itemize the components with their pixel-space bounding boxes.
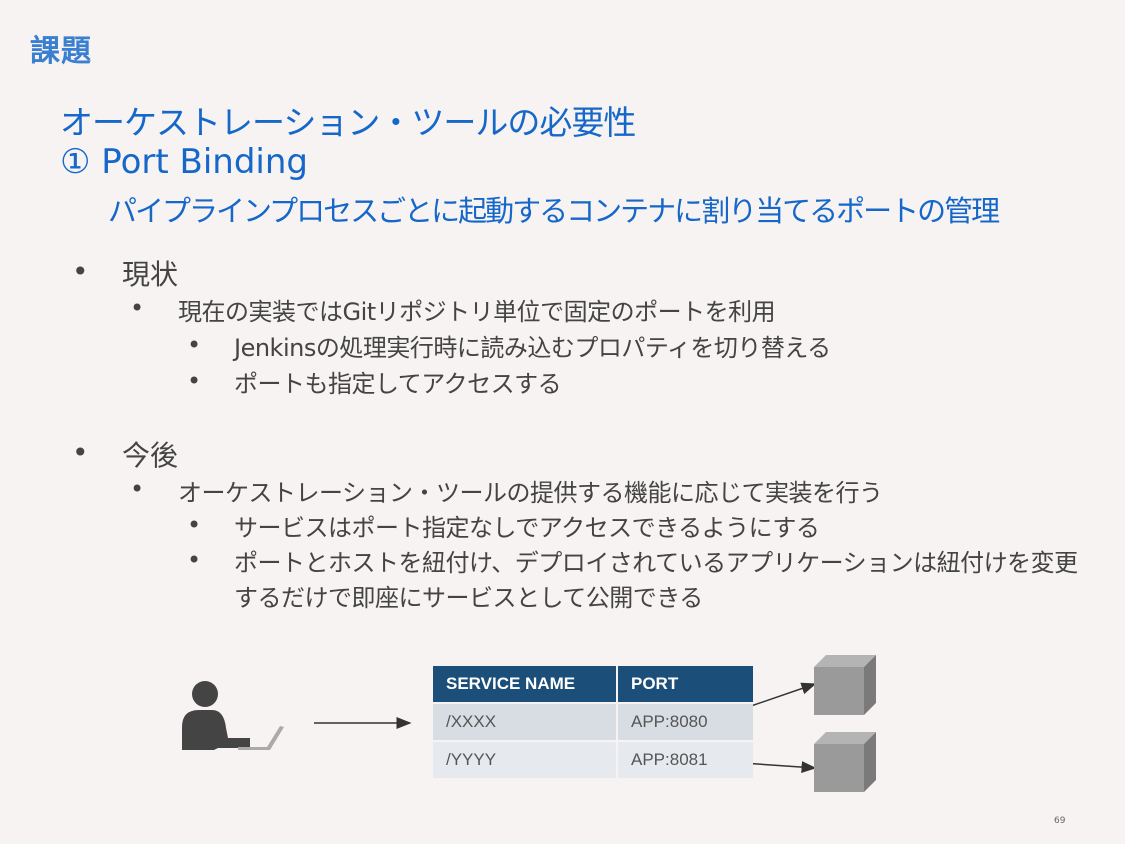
heading-port-management: パイプラインプロセスごとに起動するコンテナに割り当てるポートの管理 bbox=[108, 194, 1000, 228]
bullet-marker: • bbox=[187, 511, 201, 539]
bullet-marker: • bbox=[72, 255, 89, 288]
heading-orchestration-need: オーケストレーション・ツールの必要性 bbox=[60, 103, 636, 142]
user-laptop-icon bbox=[182, 681, 284, 750]
bullet-future-sub2-line1: ポートとホストを紐付け、デプロイされているアプリケーションは紐付けを変更 bbox=[234, 549, 1078, 577]
table-cell-service: /XXXX bbox=[433, 704, 616, 740]
bullet-future-label: 今後 bbox=[122, 439, 179, 472]
bullet-future-sub2-line2: するだけで即座にサービスとして公開できる bbox=[234, 584, 703, 612]
table-header-row: SERVICE NAME PORT bbox=[433, 666, 753, 702]
bullet-marker: • bbox=[72, 436, 89, 469]
table-header-service-name: SERVICE NAME bbox=[433, 666, 616, 702]
table-cell-port: APP:8080 bbox=[618, 704, 753, 740]
bullet-marker: • bbox=[130, 475, 144, 503]
table-row: /YYYY APP:8081 bbox=[433, 742, 753, 778]
bullet-marker: • bbox=[187, 367, 201, 395]
bullet-current-item: 現在の実装ではGitリポジトリ単位で固定のポートを利用 bbox=[178, 298, 776, 326]
table-cell-port: APP:8081 bbox=[618, 742, 753, 778]
bullet-current-label: 現状 bbox=[122, 258, 179, 291]
table-header-port: PORT bbox=[618, 666, 753, 702]
slide-title: 課題 bbox=[30, 34, 92, 69]
container-cube-icon bbox=[814, 655, 876, 715]
table-row: /XXXX APP:8080 bbox=[433, 704, 753, 740]
bullet-current-sub1: Jenkinsの処理実行時に読み込むプロパティを切り替える bbox=[234, 334, 831, 362]
page-number: 69 bbox=[1054, 816, 1066, 826]
heading-port-binding: ① Port Binding bbox=[60, 142, 308, 182]
container-cube-icon bbox=[814, 732, 876, 792]
bullet-marker: • bbox=[130, 294, 144, 322]
bullet-marker: • bbox=[187, 546, 201, 574]
bullet-current-sub2: ポートも指定してアクセスする bbox=[234, 370, 562, 398]
service-port-table: SERVICE NAME PORT /XXXX APP:8080 /YYYY A… bbox=[431, 664, 755, 780]
bullet-future-item: オーケストレーション・ツールの提供する機能に応じて実装を行う bbox=[178, 479, 883, 507]
bullet-future-sub1: サービスはポート指定なしでアクセスできるようにする bbox=[234, 514, 820, 542]
table-cell-service: /YYYY bbox=[433, 742, 616, 778]
bullet-marker: • bbox=[187, 331, 201, 359]
